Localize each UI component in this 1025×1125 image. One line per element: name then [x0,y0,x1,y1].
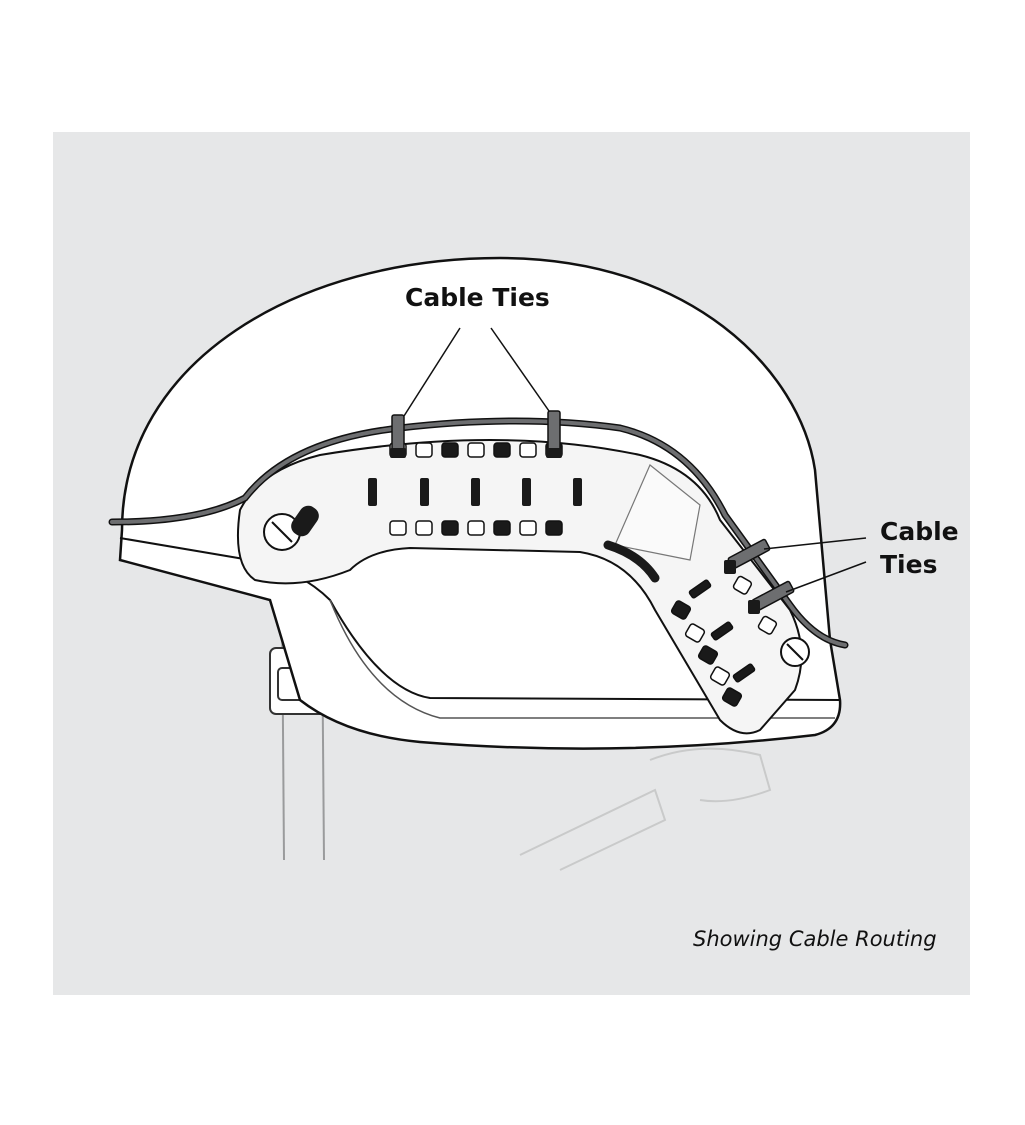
cable-tie-top-right [546,410,562,458]
rail-slots-rear [603,540,778,707]
cable-tie-rear-lower [748,580,795,614]
cable-ties-label-right-line2: Ties [880,550,938,579]
cable-ties-label-right-line1: Cable [880,517,959,546]
front-screw [263,505,319,551]
rail-slots-bottom [389,520,563,536]
rail-slots-middle [368,478,582,506]
rail-slots-top [389,442,563,458]
rail-joint [614,464,701,561]
cable-tie-top-left [390,414,406,458]
rear-screw [780,637,810,667]
leader-lines [403,327,867,593]
cable-tie-rear-upper [724,538,771,574]
inner-brim-line [329,599,835,719]
cable-ties-label-top: Cable Ties [405,283,550,312]
figure-caption: Showing Cable Routing [693,927,937,951]
cable-ties-label-right: Cable Ties [880,515,959,581]
